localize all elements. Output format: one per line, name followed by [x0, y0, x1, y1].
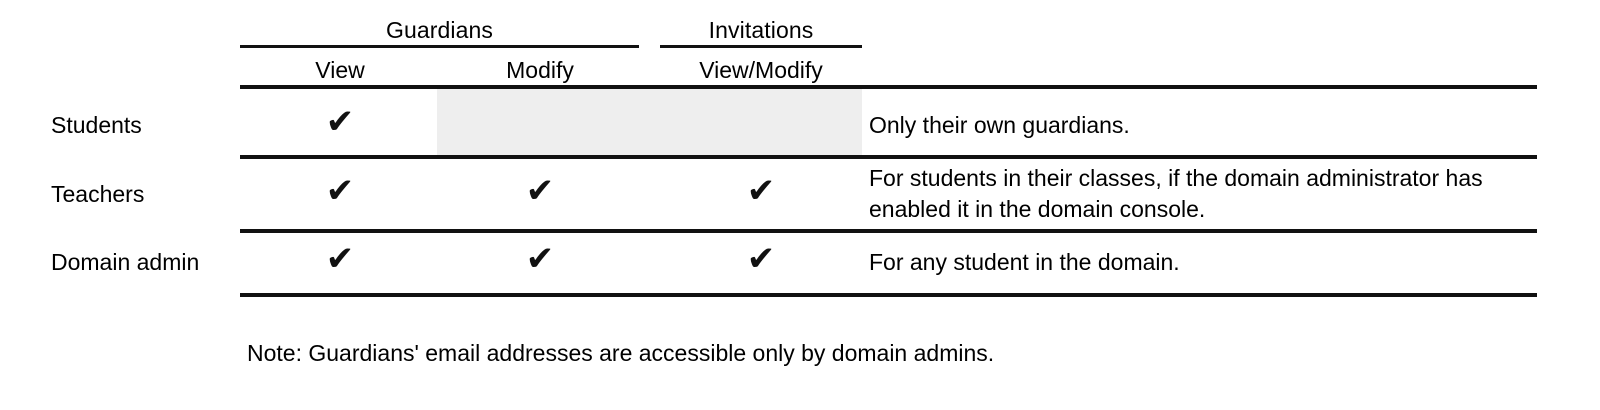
- description-domain-admin: For any student in the domain.: [869, 249, 1180, 275]
- check-teachers-invitations-view-modify: ✔: [746, 171, 776, 211]
- check-students-guardians-view: ✔: [325, 102, 355, 142]
- check-teachers-guardians-modify: ✔: [525, 171, 555, 211]
- table-footnote: Note: Guardians' email addresses are acc…: [247, 340, 995, 366]
- table-rule-after-teachers: [240, 229, 1537, 233]
- shaded-cell-students-unavailable: [437, 89, 862, 157]
- group-rule-invitations: [660, 45, 862, 48]
- table-rule-after-students: [240, 155, 1537, 159]
- group-header-invitations: Invitations: [708, 17, 814, 43]
- table-rule-bottom: [240, 293, 1537, 297]
- column-header-view-modify: View/Modify: [699, 57, 823, 83]
- column-header-modify: Modify: [506, 57, 574, 83]
- row-label-students: Students: [51, 112, 142, 138]
- row-label-domain-admin: Domain admin: [51, 249, 200, 275]
- group-rule-guardians: [240, 45, 639, 48]
- column-header-view: View: [315, 57, 365, 83]
- check-teachers-guardians-view: ✔: [325, 171, 355, 211]
- description-teachers: For students in their classes, if the do…: [869, 165, 1483, 222]
- description-students: Only their own guardians.: [869, 112, 1130, 138]
- group-header-guardians: Guardians: [385, 17, 494, 43]
- table-rule-top: [240, 85, 1537, 89]
- check-domain-admin-invitations-view-modify: ✔: [746, 239, 776, 279]
- check-domain-admin-guardians-modify: ✔: [525, 239, 555, 279]
- row-label-teachers: Teachers: [51, 181, 145, 207]
- check-domain-admin-guardians-view: ✔: [325, 239, 355, 279]
